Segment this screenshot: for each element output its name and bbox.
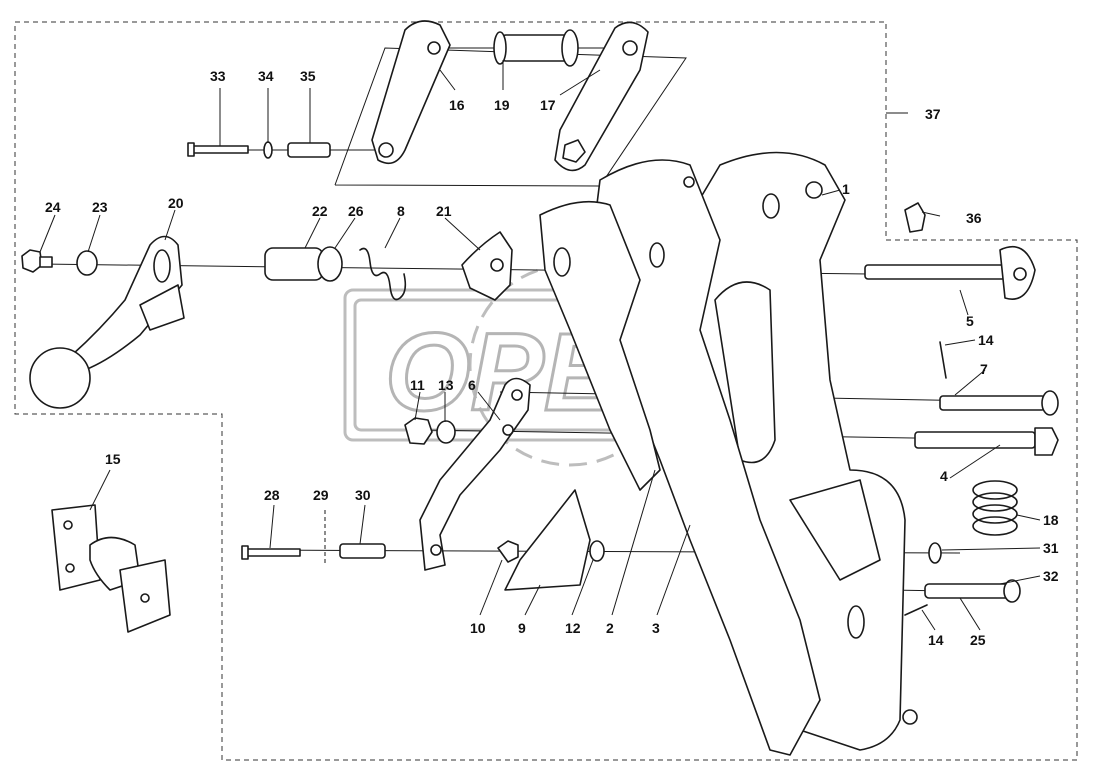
callout-21: 21 <box>436 203 452 219</box>
part-5-long-bolt <box>864 245 1036 300</box>
callout-12: 12 <box>565 620 581 636</box>
parts-25-31-32-pin-washer <box>924 542 1021 603</box>
callout-22: 22 <box>312 203 328 219</box>
callout-37: 37 <box>925 106 941 122</box>
callout-18: 18 <box>1043 512 1059 528</box>
part-15-bracket <box>51 504 171 633</box>
callout-7: 7 <box>980 361 988 377</box>
part-20-lever <box>29 235 185 409</box>
callout-34: 34 <box>258 68 274 84</box>
parts-28-30-bolt-sleeve <box>241 510 386 565</box>
callout-13: 13 <box>438 377 454 393</box>
parts-33-35-bolt-washer-sleeve <box>187 141 331 159</box>
leader-lines <box>39 60 1041 631</box>
callout-26: 26 <box>348 203 364 219</box>
parts-11-13-nut-washer <box>404 417 456 445</box>
callout-17: 17 <box>540 97 556 113</box>
callout-33: 33 <box>210 68 226 84</box>
callout-14-lower: 14 <box>928 632 944 648</box>
callout-5: 5 <box>966 313 974 329</box>
part-16-link <box>371 20 451 165</box>
callout-32: 32 <box>1043 568 1059 584</box>
parts-14-pins <box>904 341 947 616</box>
callout-6: 6 <box>468 377 476 393</box>
callout-16: 16 <box>449 97 465 113</box>
callout-labels: 1 2 3 4 5 6 7 8 9 10 11 12 13 14 14 15 1… <box>45 68 1059 648</box>
callout-25: 25 <box>970 632 986 648</box>
callout-1: 1 <box>842 181 850 197</box>
callout-10: 10 <box>470 620 486 636</box>
callout-20: 20 <box>168 195 184 211</box>
parts-23-24-bolt-washer <box>21 249 98 276</box>
callout-35: 35 <box>300 68 316 84</box>
parts-9-10-12-bracket-nuts <box>497 489 605 591</box>
callout-14-upper: 14 <box>978 332 994 348</box>
part-18-spring <box>972 480 1018 536</box>
part-17-link <box>554 21 649 172</box>
part-2-3-side-plates <box>539 159 821 756</box>
parts-4-7-bolts <box>914 390 1059 456</box>
callout-3: 3 <box>652 620 660 636</box>
part-6-bracket <box>419 377 531 571</box>
callout-8: 8 <box>397 203 405 219</box>
callout-24: 24 <box>45 199 61 215</box>
callout-28: 28 <box>264 487 280 503</box>
part-21-plate <box>461 231 513 301</box>
callout-11: 11 <box>410 377 425 393</box>
callout-4: 4 <box>940 468 948 484</box>
callout-29: 29 <box>313 487 329 503</box>
callout-19: 19 <box>494 97 510 113</box>
callout-31: 31 <box>1043 540 1059 556</box>
callout-2: 2 <box>606 620 614 636</box>
part-19-pin <box>493 29 579 67</box>
callout-9: 9 <box>518 620 526 636</box>
callout-30: 30 <box>355 487 371 503</box>
callout-36: 36 <box>966 210 982 226</box>
callout-23: 23 <box>92 199 108 215</box>
assembly-boundary <box>14 21 1078 761</box>
parts-8-22-26-bushing-ring-spring <box>264 246 407 301</box>
callout-15: 15 <box>105 451 121 467</box>
part-36-nut <box>904 202 926 233</box>
